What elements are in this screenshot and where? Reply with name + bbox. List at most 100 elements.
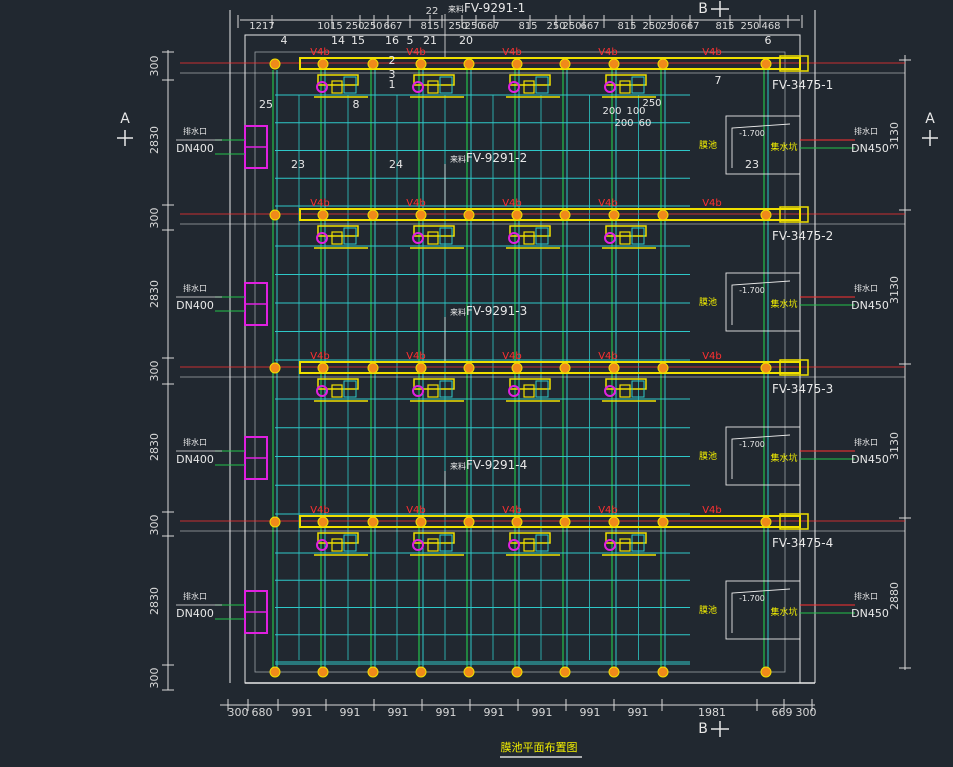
- top-dimension-value: 667: [480, 21, 499, 32]
- branch-pipe: [413, 532, 455, 544]
- pipe-support: [463, 362, 475, 374]
- pipe-support: [608, 516, 620, 528]
- branch-flange: [631, 76, 645, 94]
- sump-level: -1.700: [739, 286, 765, 295]
- pipe-support: [511, 58, 523, 70]
- part-number: 16: [385, 34, 399, 47]
- branch-pipe: [317, 74, 359, 86]
- pipe-support: [657, 666, 669, 678]
- branch-flange: [439, 380, 453, 398]
- inlet-prefix: 来料: [450, 154, 466, 164]
- pipe-support: [463, 516, 475, 528]
- outlet-tag: FV-3475-3: [772, 382, 833, 396]
- branch-fitting: [331, 80, 343, 94]
- branch-flange: [343, 380, 357, 398]
- bottom-dimension-value: 991: [580, 706, 601, 719]
- inlet-tag: FV-9291-3: [466, 304, 527, 318]
- pipe-support: [559, 666, 571, 678]
- pipe-support: [760, 58, 772, 70]
- pipe-support: [415, 666, 427, 678]
- bottom-dimension-value: 991: [436, 706, 457, 719]
- inlet-tag: FV-9291-1: [464, 1, 525, 15]
- branch-flange: [343, 534, 357, 552]
- section-mark-b: B: [698, 721, 708, 737]
- top-dimension-value: 250: [464, 21, 483, 32]
- branch-fitting: [619, 384, 631, 398]
- top-dimension-value: 667: [680, 21, 699, 32]
- valve-tag: V4b: [406, 351, 426, 362]
- outlet-tag: FV-3475-1: [772, 78, 833, 92]
- branch-pipe: [605, 532, 647, 544]
- valve-tag: V4b: [406, 47, 426, 58]
- branch-flange: [343, 227, 357, 245]
- valve-tag: V4b: [310, 47, 330, 58]
- branch-flange: [535, 534, 549, 552]
- pipe-support: [559, 362, 571, 374]
- pipe-support: [269, 666, 281, 678]
- branch-flange: [343, 76, 357, 94]
- right-dimension-value: 3130: [888, 432, 901, 460]
- valve-tag: V4b: [502, 198, 522, 209]
- branch-fitting: [331, 538, 343, 552]
- section-mark-a: A: [120, 111, 130, 127]
- sump-label: 集水坑: [770, 606, 797, 618]
- branch-valve: [604, 539, 616, 551]
- branch-valve: [412, 232, 424, 244]
- branch-fitting: [427, 80, 439, 94]
- part-number: 25: [259, 98, 273, 111]
- bottom-dimension-value: 991: [532, 706, 553, 719]
- sump-level: -1.700: [739, 440, 765, 449]
- bottom-dimension-value: 991: [340, 706, 361, 719]
- pipe-support: [367, 362, 379, 374]
- top-dimension-value: 250: [363, 21, 382, 32]
- sump-panel: [725, 272, 801, 332]
- section-mark-b: B: [698, 1, 708, 17]
- valve-tag: V4b: [310, 351, 330, 362]
- sump-panel: [725, 580, 801, 640]
- part-number: 21: [423, 34, 437, 47]
- pipe-support: [608, 58, 620, 70]
- pipe-support: [415, 362, 427, 374]
- branch-fitting: [619, 231, 631, 245]
- branch-pipe: [605, 225, 647, 237]
- branch-valve: [316, 385, 328, 397]
- valve-tag: V4b: [502, 47, 522, 58]
- pipe-support: [657, 362, 669, 374]
- branch-valve: [508, 385, 520, 397]
- branch-valve: [604, 232, 616, 244]
- branch-valve: [412, 539, 424, 551]
- inlet-prefix: 来料: [448, 4, 464, 14]
- detail-dimension: 200: [614, 118, 633, 129]
- valve-tag: V4b: [502, 351, 522, 362]
- part-number: 23: [745, 158, 759, 171]
- drain-size: DN400: [176, 607, 214, 620]
- left-dimension-value: 300: [148, 208, 161, 229]
- drain-label: 排水口: [183, 283, 207, 293]
- pipe-support: [317, 516, 329, 528]
- branch-pipe: [605, 378, 647, 390]
- outlet-tag: FV-3475-2: [772, 229, 833, 243]
- branch-pipe: [509, 378, 551, 390]
- valve-tag: V4b: [310, 505, 330, 516]
- left-dimension-value: 300: [148, 56, 161, 77]
- branch-pipe: [605, 74, 647, 86]
- pipe-support: [760, 209, 772, 221]
- collect-size: DN450: [851, 299, 889, 312]
- bottom-dimension-value: 991: [484, 706, 505, 719]
- top-dimension-value: 250: [740, 21, 759, 32]
- valve-tag: V4b: [702, 47, 722, 58]
- sump-slope: [731, 588, 791, 633]
- branch-pipe: [413, 378, 455, 390]
- branch-fitting: [427, 384, 439, 398]
- sump-level: -1.700: [739, 594, 765, 603]
- header-end-cap: [779, 55, 809, 72]
- pipe-support: [415, 516, 427, 528]
- pipe-support: [269, 362, 281, 374]
- top-dimension-value: 667: [580, 21, 599, 32]
- part-number: 15: [351, 34, 365, 47]
- valve-tag: V4b: [598, 198, 618, 209]
- right-dimension-value: 2880: [888, 582, 901, 610]
- outlet-tag: FV-3475-4: [772, 536, 833, 550]
